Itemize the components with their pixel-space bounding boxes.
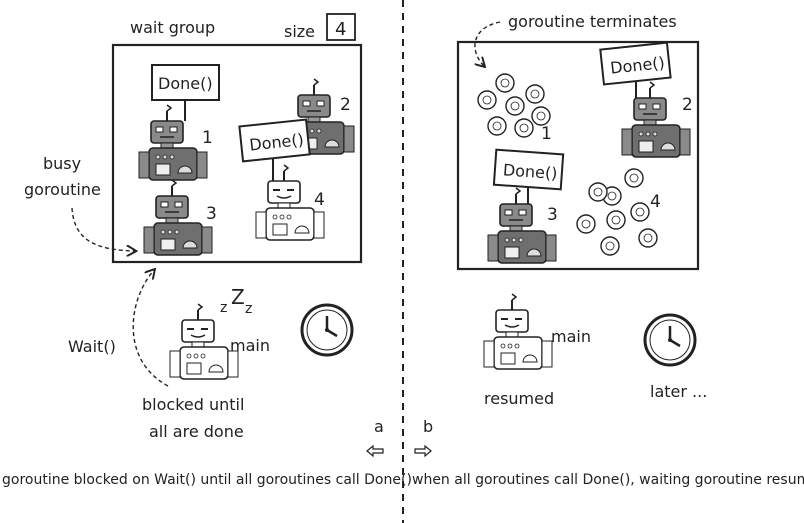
terminated-puff-1 — [477, 73, 551, 138]
size-value: 4 — [335, 19, 346, 40]
arrow-left-icon — [366, 444, 384, 458]
blocked-line-1: blocked until — [142, 395, 244, 414]
wait-group-box-b — [456, 40, 700, 271]
sleep-z: z — [220, 300, 227, 316]
resumed-label: resumed — [484, 389, 554, 408]
size-box — [326, 13, 356, 41]
robot-3b-number: 3 — [547, 205, 558, 225]
caption-a: goroutine blocked on Wait() until all go… — [2, 472, 412, 488]
robot-3b — [487, 187, 557, 264]
svg-text:z: z — [245, 301, 252, 317]
main-robot-sleeping — [169, 303, 239, 380]
caption-b: when all goroutines call Done(), waiting… — [412, 472, 804, 488]
panel-a-letter: a — [374, 417, 384, 436]
svg-text:Done(): Done() — [502, 160, 558, 183]
done-sign-2b: Done() — [599, 41, 672, 98]
robot-1b-number: 1 — [541, 124, 552, 144]
wait-group-title: wait group — [130, 18, 215, 37]
robot-4-number: 4 — [314, 190, 325, 210]
clock-icon-a — [300, 303, 354, 357]
done-sign-4: Done() — [238, 118, 311, 181]
robot-1 — [138, 104, 208, 181]
busy-label: busy — [43, 154, 81, 173]
terminates-arrow — [475, 21, 501, 66]
later-label: later ... — [650, 382, 707, 401]
main-robot-resumed — [483, 293, 553, 370]
robot-2b — [621, 81, 691, 158]
svg-text:Done(): Done() — [158, 74, 213, 93]
wait-group-box — [111, 43, 363, 264]
panel-b: goroutine terminates 1 Done() 2 Done() — [412, 12, 804, 488]
done-sign-1: Done() — [151, 64, 220, 121]
terminates-label: goroutine terminates — [508, 12, 677, 31]
size-label: size — [284, 22, 315, 41]
robot-2b-number: 2 — [682, 95, 693, 115]
wait-arrow — [132, 270, 169, 387]
panel-a: wait group size 4 Done() 1 2 3 Done() 4 … — [2, 13, 412, 488]
robot-2-number: 2 — [340, 95, 351, 115]
robot-3 — [143, 179, 213, 256]
clock-icon-b — [643, 313, 697, 367]
svg-text:Z: Z — [231, 285, 245, 309]
panel-b-letter: b — [423, 417, 433, 436]
terminated-puff-4 — [576, 168, 658, 256]
wait-label: Wait() — [68, 337, 116, 356]
arrow-right-icon — [414, 444, 432, 458]
robot-1-number: 1 — [202, 128, 213, 148]
robot-3-number: 3 — [206, 204, 217, 224]
done-sign-3b: Done() — [492, 148, 565, 204]
main-label-b: main — [551, 327, 591, 346]
blocked-line-2: all are done — [149, 422, 244, 441]
goroutine-label: goroutine — [24, 180, 101, 199]
busy-arrow — [71, 207, 135, 251]
main-label-a: main — [230, 336, 270, 355]
robot-4b-number: 4 — [650, 192, 661, 212]
